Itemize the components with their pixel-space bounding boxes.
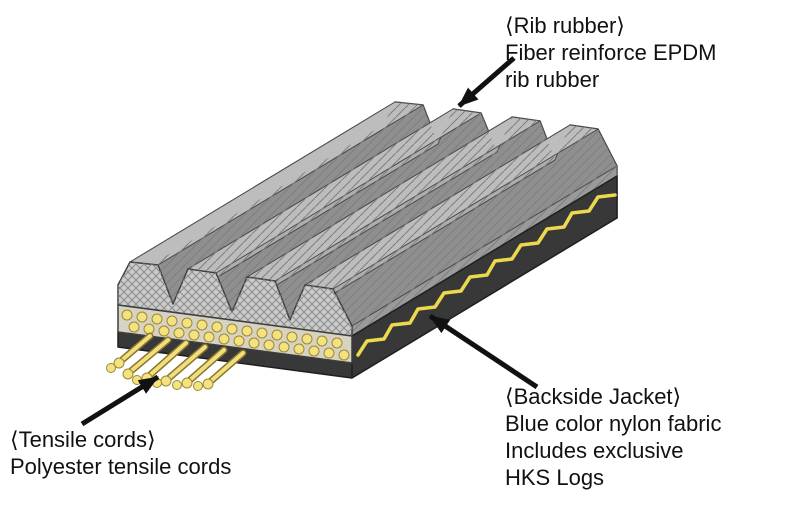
label-rib-rubber: ⟨Rib rubber⟩ Fiber reinforce EPDM rib ru… [505, 12, 717, 93]
label-backside-jacket-title: ⟨Backside Jacket⟩ [505, 384, 682, 409]
label-rib-rubber-line: rib rubber [505, 67, 600, 92]
arrow-tensile-cords [80, 374, 160, 427]
label-backside-jacket-line: HKS Logs [505, 465, 605, 490]
label-rib-rubber-line: Fiber reinforce EPDM [505, 40, 717, 65]
label-tensile-cords-line: Polyester tensile cords [10, 454, 232, 479]
protruding-cords [106, 332, 247, 391]
rib-surface-hatch-texture [118, 102, 617, 336]
jacket-logo-stripe [356, 193, 617, 357]
label-backside-jacket-line: Includes exclusive [505, 438, 684, 463]
rib-rubber-front-crosshatch [118, 262, 352, 336]
tensile-cord-ends [121, 309, 350, 361]
label-tensile-cords: ⟨Tensile cords⟩ Polyester tensile cords [10, 426, 231, 480]
arrow-backside-jacket [428, 313, 539, 390]
label-backside-jacket: ⟨Backside Jacket⟩ Blue color nylon fabri… [505, 383, 721, 491]
belt-illustration [80, 56, 618, 427]
label-tensile-cords-title: ⟨Tensile cords⟩ [10, 427, 156, 452]
label-rib-rubber-title: ⟨Rib rubber⟩ [505, 13, 625, 38]
annotation-arrows [80, 56, 539, 427]
label-backside-jacket-line: Blue color nylon fabric [505, 411, 722, 436]
arrow-rib-rubber [457, 56, 516, 108]
